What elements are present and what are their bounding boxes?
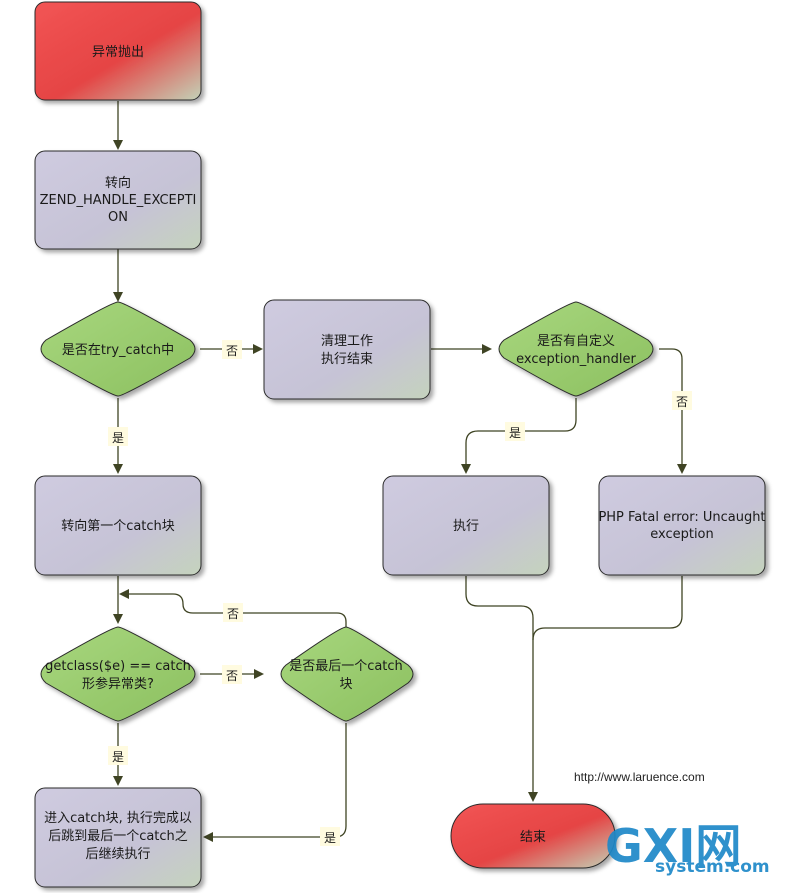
author-url: http://www.laruence.com [574,770,705,784]
edge-label-yes-try: 是 [108,427,128,446]
edges [113,101,687,842]
edge-last-catch-to-enter-catch [203,723,347,842]
node-fatal-line-1: PHP Fatal error: Uncaught [598,510,765,525]
edge-label-yes-last: 是 [320,827,340,846]
edge-label-no-loop: 否 [223,603,243,622]
node-custom-handler-line-2: exception_handler [516,352,636,367]
node-first-catch: 转向第一个catch块 [34,475,202,576]
node-cleanup-line-2: 执行结束 [321,352,373,367]
node-cleanup: 清理工作 执行结束 [263,299,431,400]
node-end-line-1: 结束 [520,830,546,845]
edge-label-no-handler: 否 [672,391,692,410]
watermark-domain-text: system.com [655,857,770,877]
node-enter-catch-line-3: 后继续执行 [85,847,150,862]
edge-handler-to-fatal [659,348,687,474]
node-getclass-line-1: getclass($e) == catch [45,659,191,674]
node-last-catch-decision: 是否最后一个catch 块 [280,626,414,722]
node-getclass-decision: getclass($e) == catch 形参异常类? [40,626,196,722]
edge-label-no-getclass: 否 [222,665,242,684]
edge-label-no-handler-text: 否 [676,395,688,409]
node-cleanup-line-1: 清理工作 [321,334,373,349]
node-enter-catch: 进入catch块, 执行完成以 后跳到最后一个catch之 后继续执行 [34,787,202,888]
edge-fatal-to-end [532,576,683,641]
node-first-catch-line-1: 转向第一个catch块 [61,518,175,534]
node-fatal-line-2: exception [650,527,714,542]
edge-label-no-try: 否 [222,340,242,359]
node-getclass-line-2: 形参异常类? [82,676,154,692]
watermark-logo: GXI网 system.com [605,819,770,877]
edge-label-yes-try-text: 是 [112,431,124,445]
node-execute: 执行 [382,475,550,576]
node-enter-catch-line-1: 进入catch块, 执行完成以 [44,811,192,826]
node-custom-handler-decision: 是否有自定义 exception_handler [498,301,654,397]
node-last-catch-line-2: 块 [339,677,352,692]
node-zend-handle-exception: 转向 ZEND_HANDLE_EXCEPTI ON [34,150,202,250]
edge-label-yes-last-text: 是 [324,831,336,845]
node-in-try-line-1: 是否在try_catch中 [62,343,174,358]
node-execute-line-1: 执行 [453,519,479,534]
node-enter-catch-line-2: 后跳到最后一个catch之 [48,829,188,844]
node-end: 结束 [450,803,616,869]
node-fatal-error: PHP Fatal error: Uncaught exception [598,475,766,576]
node-zend-line-3: ON [108,210,128,225]
edge-label-yes-handler: 是 [505,422,525,441]
edge-label-no-try-text: 否 [226,344,238,358]
edge-last-catch-loop [119,589,347,628]
node-last-catch-line-1: 是否最后一个catch [289,659,403,674]
node-zend-line-1: 转向 [105,175,131,191]
node-zend-line-2: ZEND_HANDLE_EXCEPTI [40,193,197,208]
node-in-try-catch-decision: 是否在try_catch中 [40,301,196,397]
node-start-line-1: 异常抛出 [92,45,144,60]
edge-label-no-getclass-text: 否 [226,669,238,683]
edge-label-yes-handler-text: 是 [509,426,521,440]
node-start: 异常抛出 [34,1,202,101]
node-custom-handler-line-1: 是否有自定义 [537,334,615,349]
edge-label-yes-getclass: 是 [108,746,128,765]
watermark-logo-text: GXI网 [605,819,741,873]
edge-label-yes-getclass-text: 是 [112,750,124,764]
edge-label-no-loop-text: 否 [227,607,239,621]
edge-labels: 否 是 是 否 否 否 是 是 [108,340,692,846]
edge-execute-to-end [465,576,538,802]
